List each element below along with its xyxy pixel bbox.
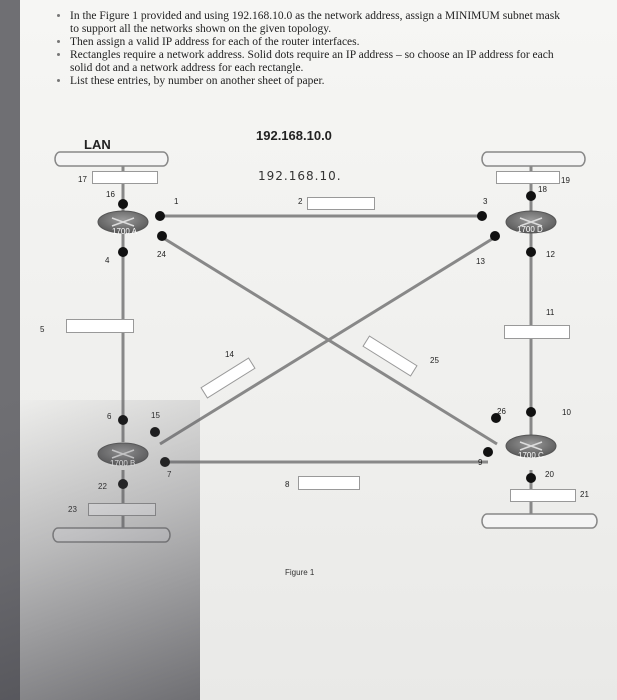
dot-4 [118, 247, 128, 257]
label-23: 23 [68, 505, 77, 514]
label-16: 16 [106, 190, 115, 199]
rect-11[interactable] [504, 325, 570, 339]
dot-18 [526, 191, 536, 201]
link-d-b [159, 234, 498, 446]
router-c-label: 1700 C [518, 451, 544, 460]
label-26: 26 [497, 407, 506, 416]
figure-caption: Figure 1 [285, 568, 315, 577]
label-2: 2 [298, 197, 303, 206]
rect-21[interactable] [510, 489, 576, 502]
label-21: 21 [580, 490, 589, 499]
router-d [505, 210, 557, 234]
dot-22 [118, 479, 128, 489]
dot-20 [526, 473, 536, 483]
dot-10 [526, 407, 536, 417]
label-25: 25 [430, 356, 439, 365]
dot-1 [155, 211, 165, 221]
label-15: 15 [151, 411, 160, 420]
instruction-4: List these entries, by number on another… [70, 75, 566, 88]
rect-19[interactable] [496, 171, 560, 184]
dot-15 [150, 427, 160, 437]
label-12: 12 [546, 250, 555, 259]
label-7: 7 [167, 470, 172, 479]
lan-segment-c [481, 513, 598, 529]
label-5: 5 [40, 325, 45, 334]
lan-segment-d [481, 151, 586, 167]
dot-12 [526, 247, 536, 257]
dot-6 [118, 415, 128, 425]
label-1: 1 [174, 197, 179, 206]
label-17: 17 [78, 175, 87, 184]
rect-23[interactable] [88, 503, 156, 516]
dot-16 [118, 199, 128, 209]
dot-24 [157, 231, 167, 241]
rect-17[interactable] [92, 171, 158, 184]
label-19: 19 [561, 176, 570, 185]
instructions: In the Figure 1 provided and using 192.1… [46, 10, 566, 88]
dot-3 [477, 211, 487, 221]
network-address-label: 192.168.10.0 [256, 128, 332, 143]
label-14: 14 [225, 350, 234, 359]
label-3: 3 [483, 197, 488, 206]
rect-25 [362, 335, 418, 377]
rect-14 [200, 357, 256, 399]
instruction-2: Then assign a valid IP address for each … [70, 36, 566, 49]
dot-26 [491, 413, 501, 423]
dot-9 [483, 447, 493, 457]
router-b-label: 1700 B [110, 459, 136, 468]
lan-label: LAN [84, 137, 111, 152]
router-c [505, 434, 557, 458]
label-24: 24 [157, 250, 166, 259]
router-a-label: 1700 A [112, 227, 137, 236]
handwritten-note: 192.168.10. [258, 169, 342, 183]
router-a [97, 210, 149, 234]
rect-2[interactable] [307, 197, 375, 210]
rect-5[interactable] [66, 319, 134, 333]
label-22: 22 [98, 482, 107, 491]
label-8: 8 [285, 480, 290, 489]
diagonal-rectangles [200, 335, 418, 399]
dot-7 [160, 457, 170, 467]
label-13: 13 [476, 257, 485, 266]
router-d-label: 1700 D [517, 225, 543, 234]
lan-segment-b [52, 527, 171, 543]
lan-segment-a [54, 151, 169, 167]
label-18: 18 [538, 185, 547, 194]
instruction-3: Rectangles require a network address. So… [70, 49, 566, 75]
dot-13 [490, 231, 500, 241]
instruction-1: In the Figure 1 provided and using 192.1… [70, 10, 566, 36]
label-6: 6 [107, 412, 112, 421]
label-4: 4 [105, 256, 110, 265]
label-11: 11 [546, 308, 555, 317]
label-9: 9 [478, 458, 483, 467]
label-20: 20 [545, 470, 554, 479]
rect-8[interactable] [298, 476, 360, 490]
label-10: 10 [562, 408, 571, 417]
